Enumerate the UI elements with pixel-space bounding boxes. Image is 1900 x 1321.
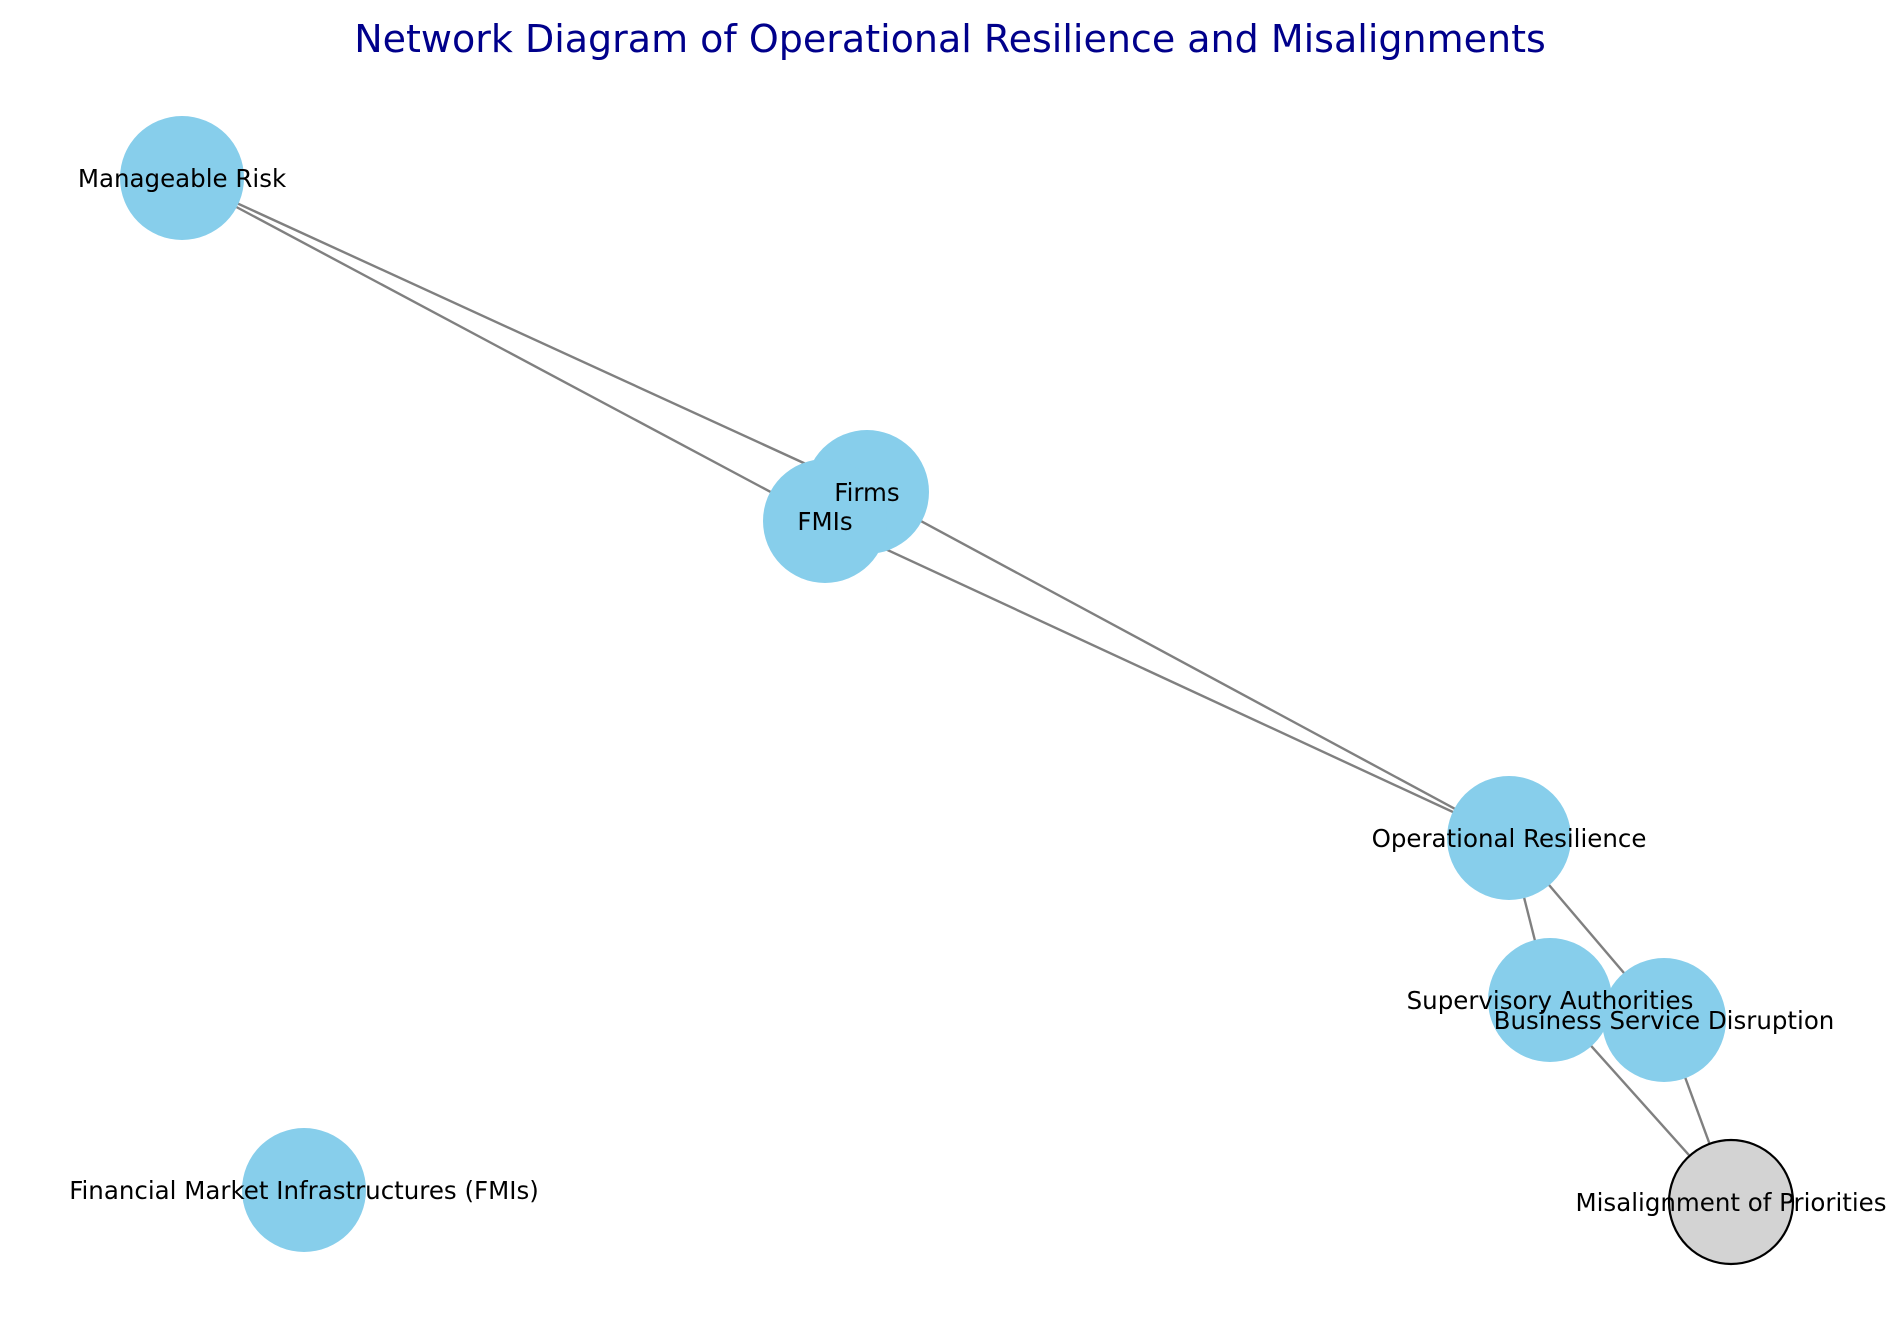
- nodes-layer: [120, 116, 1795, 1266]
- node-misalignment-of-priorities: [1667, 1138, 1795, 1266]
- node-label-financial-market-infrastructures: Financial Market Infrastructures (FMIs): [69, 1176, 539, 1205]
- edge-manageable-risk-to-firms: [181, 176, 868, 494]
- node-label-firms: Firms: [834, 478, 899, 507]
- node-financial-market-infrastructures: [242, 1128, 366, 1252]
- diagram-title: Network Diagram of Operational Resilienc…: [354, 17, 1546, 61]
- edge-fmis-to-operational-resilience: [824, 519, 1510, 840]
- node-supervisory-authorities: [1488, 938, 1612, 1062]
- node-label-business-service-disruption: Business Service Disruption: [1494, 1006, 1835, 1035]
- edges-layer: [181, 176, 1733, 1203]
- node-label-manageable-risk: Manageable Risk: [78, 164, 287, 193]
- node-manageable-risk: [120, 116, 244, 240]
- node-label-misalignment-of-priorities: Misalignment of Priorities: [1575, 1188, 1886, 1217]
- node-business-service-disruption: [1602, 958, 1726, 1082]
- edge-manageable-risk-to-fmis: [181, 176, 826, 523]
- node-fmis: [763, 459, 887, 583]
- edge-firms-to-operational-resilience: [866, 490, 1510, 840]
- node-operational-resilience: [1447, 776, 1571, 900]
- node-label-fmis: FMIs: [797, 507, 852, 536]
- node-label-supervisory-authorities: Supervisory Authorities: [1407, 986, 1694, 1015]
- node-label-operational-resilience: Operational Resilience: [1372, 824, 1647, 853]
